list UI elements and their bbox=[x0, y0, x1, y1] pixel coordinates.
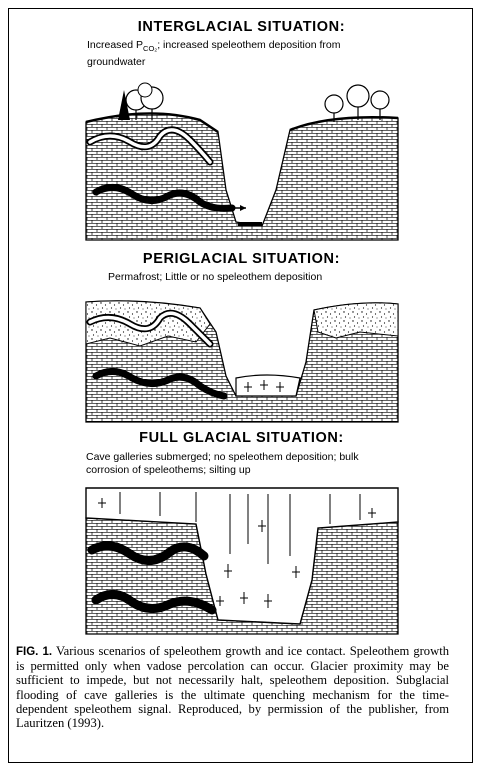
flow-arrowhead bbox=[240, 205, 246, 211]
permafrost-right bbox=[314, 303, 398, 338]
full-glacial-description: Cave galleries submerged; no speleothem … bbox=[86, 451, 359, 476]
bedrock bbox=[86, 113, 398, 240]
periglacial-description: Permafrost; Little or no speleothem depo… bbox=[108, 271, 322, 284]
valley-water bbox=[238, 222, 262, 226]
figure-label: FIG. 1. bbox=[16, 646, 52, 658]
full-glacial-heading: FULL GLACIAL SITUATION: bbox=[0, 430, 483, 446]
periglacial-heading: PERIGLACIAL SITUATION: bbox=[0, 251, 483, 267]
full-glacial-diagram bbox=[0, 484, 483, 640]
caption-text: Various scenarios of speleothem growth a… bbox=[16, 644, 449, 730]
interglacial-description: Increased PCO₂; increased speleothem dep… bbox=[87, 39, 341, 68]
interglacial-diagram bbox=[0, 70, 483, 250]
periglacial-diagram bbox=[0, 292, 483, 430]
interglacial-heading: INTERGLACIAL SITUATION: bbox=[0, 19, 483, 35]
figure-caption: FIG. 1. Various scenarios of speleothem … bbox=[16, 644, 449, 730]
